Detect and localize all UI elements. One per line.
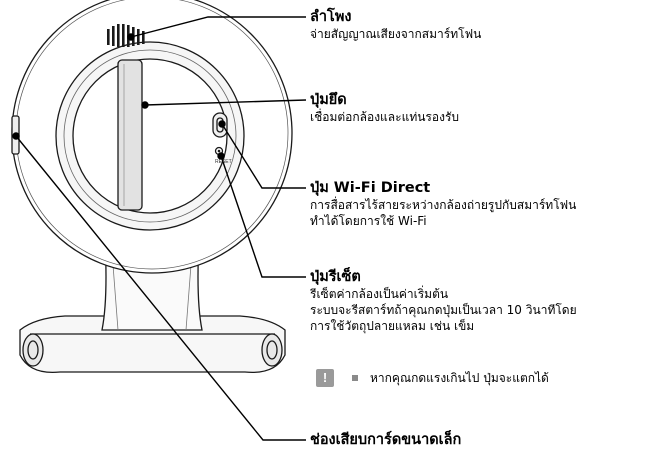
callout-reset-title: ปุ่มรีเซ็ต: [310, 269, 361, 285]
callout-reset: ปุ่มรีเซ็ต รีเซ็ตค่ากล้องเป็นค่าเริ่มต้น…: [310, 268, 577, 334]
callout-reset-desc-3: การใช้วัตถุปลายแหลม เช่น เข็ม: [310, 319, 475, 333]
callout-speaker-desc: จ่ายสัญญาณเสียงจากสมาร์ทโฟน: [310, 27, 482, 41]
callout-reset-desc-1: รีเซ็ตค่ากล้องเป็นค่าเริ่มต้น: [310, 287, 449, 301]
callout-mount-knob-title: ปุ่มยึด: [310, 92, 347, 108]
callout-wifi-direct-desc-1: การสื่อสารไร้สายระหว่างกล้องถ่ายรูปกับสม…: [310, 198, 577, 212]
callout-speaker: ลำโพง จ่ายสัญญาณเสียงจากสมาร์ทโฟน: [310, 8, 481, 42]
bullet-icon: [352, 375, 358, 381]
callout-wifi-direct-title: ปุ่ม Wi-Fi Direct: [310, 180, 431, 196]
leader-mount-knob: [144, 99, 307, 106]
mount-knob: [117, 59, 143, 211]
warning-note: ! หากคุณกดแรงเกินไป ปุ่มจะแตกได้: [316, 369, 549, 387]
leader-sd-slot: [15, 135, 306, 441]
callout-mount-knob: ปุ่มยึด เชื่อมต่อกล้องและแท่นรองรับ: [310, 91, 459, 125]
callout-sd-slot: ช่องเสียบการ์ดขนาดเล็ก: [310, 431, 461, 449]
leader-wifi-direct: [221, 123, 306, 189]
leader-speaker: [130, 16, 306, 38]
callout-wifi-direct-desc-2: ทำได้โดยการใช้ Wi-Fi: [310, 214, 427, 228]
callout-reset-desc-2: ระบบจะรีสตาร์ทถ้าคุณกดปุ่มเป็นเวลา 10 วิ…: [310, 303, 577, 317]
exclamation-warning-icon: !: [316, 369, 334, 387]
callout-wifi-direct: ปุ่ม Wi-Fi Direct การสื่อสารไร้สายระหว่า…: [310, 179, 576, 229]
callout-sd-slot-title: ช่องเสียบการ์ดขนาดเล็ก: [310, 432, 462, 448]
callout-speaker-title: ลำโพง: [310, 9, 352, 25]
warning-note-text: หากคุณกดแรงเกินไป ปุ่มจะแตกได้: [370, 370, 549, 385]
stand-base: [19, 315, 286, 374]
leader-reset: [220, 155, 306, 278]
callout-mount-knob-desc: เชื่อมต่อกล้องและแท่นรองรับ: [310, 110, 460, 124]
